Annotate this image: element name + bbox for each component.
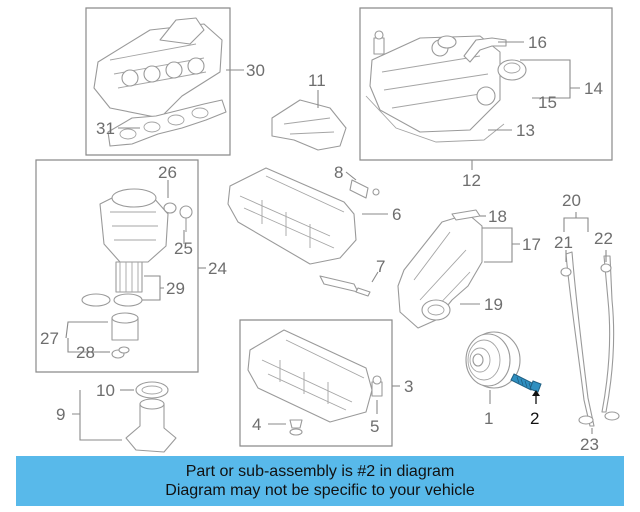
oil-level-sensor <box>349 179 380 199</box>
leader-14 <box>520 59 580 99</box>
callout-29: 29 <box>166 279 185 298</box>
banner-part-note: Part or sub-assembly is #2 in diagram <box>185 463 455 480</box>
callout-23: 23 <box>580 435 599 454</box>
leader-8 <box>345 171 357 181</box>
filter-o-ring <box>81 293 143 307</box>
callout-13: 13 <box>516 121 535 140</box>
leader-9 <box>72 390 122 441</box>
callout-28: 28 <box>76 343 95 362</box>
dipstick-tube <box>560 251 595 427</box>
dipstick <box>600 255 615 413</box>
oil-cap-seal <box>437 35 457 49</box>
callout-5: 5 <box>370 417 379 436</box>
crankshaft-pulley <box>465 331 521 389</box>
callout-16: 16 <box>528 33 547 52</box>
intake-manifold-gasket <box>107 99 227 147</box>
callout-9: 9 <box>56 405 65 424</box>
callout-26: 26 <box>158 163 177 182</box>
callout-11: 11 <box>308 71 326 90</box>
leader-20 <box>563 212 589 232</box>
callout-25: 25 <box>174 239 193 258</box>
oil-filter-housing <box>99 188 169 263</box>
callout-27: 27 <box>40 329 59 348</box>
timing-cover-seal <box>451 209 481 221</box>
breather-hose <box>463 37 507 63</box>
leader-29 <box>142 275 164 301</box>
callout-7: 7 <box>376 257 385 276</box>
callout-10: 10 <box>96 381 115 400</box>
callout-1: 1 <box>484 409 493 428</box>
leader-2-arrowhead <box>532 390 540 396</box>
housing-seal <box>163 202 177 214</box>
callout-24: 24 <box>208 259 227 278</box>
oil-filter-element <box>115 261 143 293</box>
dipstick-seal <box>578 411 620 425</box>
front-crank-seal <box>421 299 451 321</box>
valve-cover-group-frame <box>359 7 613 161</box>
callout-4: 4 <box>252 415 261 434</box>
leader-7 <box>371 271 379 283</box>
oil-filter-group-frame <box>35 159 199 373</box>
leader-27 <box>65 321 108 353</box>
callout-6: 6 <box>392 205 401 224</box>
info-banner: Part or sub-assembly is #2 in diagram Di… <box>16 456 624 506</box>
cap-seal <box>111 346 130 359</box>
filler-gasket <box>135 381 169 399</box>
callout-14: 14 <box>584 79 603 98</box>
callout-15: 15 <box>538 93 557 112</box>
pcv-valve <box>497 59 527 81</box>
callout-21: 21 <box>554 233 573 252</box>
leader-17 <box>482 227 520 263</box>
callout-3: 3 <box>404 377 413 396</box>
callout-19: 19 <box>484 295 503 314</box>
lower-oil-pan-group-frame <box>239 319 393 447</box>
intake-manifold-group-frame <box>85 7 231 156</box>
callout-20: 20 <box>562 191 581 210</box>
callout-30: 30 <box>246 61 265 80</box>
crankshaft-pulley-bolt[interactable] <box>510 373 542 393</box>
callout-17: 17 <box>522 235 541 254</box>
callout-8: 8 <box>334 163 343 182</box>
drain-plug-sensor <box>371 375 383 397</box>
sealant-tube <box>319 275 371 297</box>
callout-2: 2 <box>530 409 539 428</box>
callout-22: 22 <box>594 229 613 248</box>
baffle-plate <box>271 99 347 151</box>
oil-filler-adapter <box>125 398 177 453</box>
filter-cap <box>111 312 139 341</box>
upper-oil-pan <box>227 167 357 265</box>
callout-31: 31 <box>96 119 115 138</box>
housing-bolt <box>179 205 193 232</box>
intake-manifold <box>93 17 223 119</box>
lower-oil-pan <box>247 329 373 423</box>
drain-plug <box>289 419 303 436</box>
banner-disclaimer: Diagram may not be specific to your vehi… <box>165 482 475 499</box>
callout-12: 12 <box>462 171 481 190</box>
callout-18: 18 <box>488 207 507 226</box>
valve-cover-gasket <box>365 95 505 143</box>
